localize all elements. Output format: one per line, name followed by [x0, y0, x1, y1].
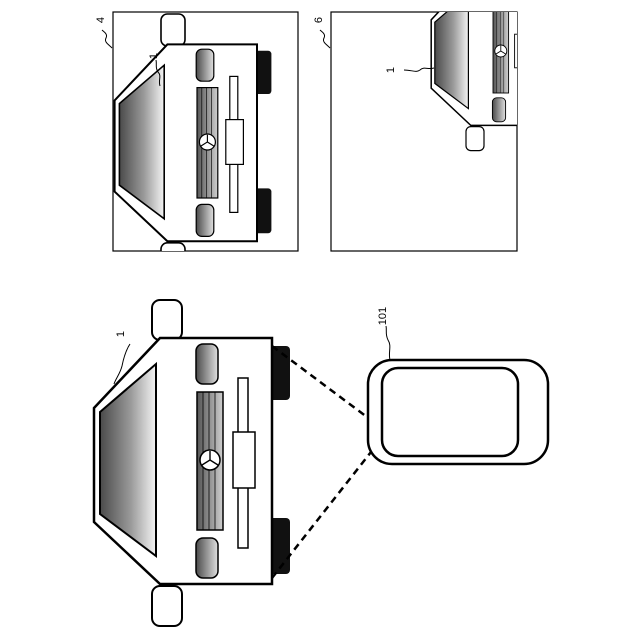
- panel-6-leader-line: [320, 30, 330, 48]
- device-leader-line: [386, 326, 390, 360]
- main-vehicle-label: 1: [115, 331, 127, 337]
- panel-6-car-label: 1: [385, 67, 397, 73]
- panel-4-car-label: 1: [148, 53, 160, 59]
- display-panel-full-view: [113, 12, 298, 275]
- device-label: 101: [377, 307, 389, 325]
- panel-4-leader-line: [102, 30, 112, 48]
- display-panel-zoomed-view: [331, 0, 549, 251]
- panel-6-label: 6: [313, 17, 325, 23]
- panel-4-label: 4: [95, 17, 107, 23]
- display-device: [368, 360, 548, 464]
- main-vehicle-drawing: [94, 300, 290, 626]
